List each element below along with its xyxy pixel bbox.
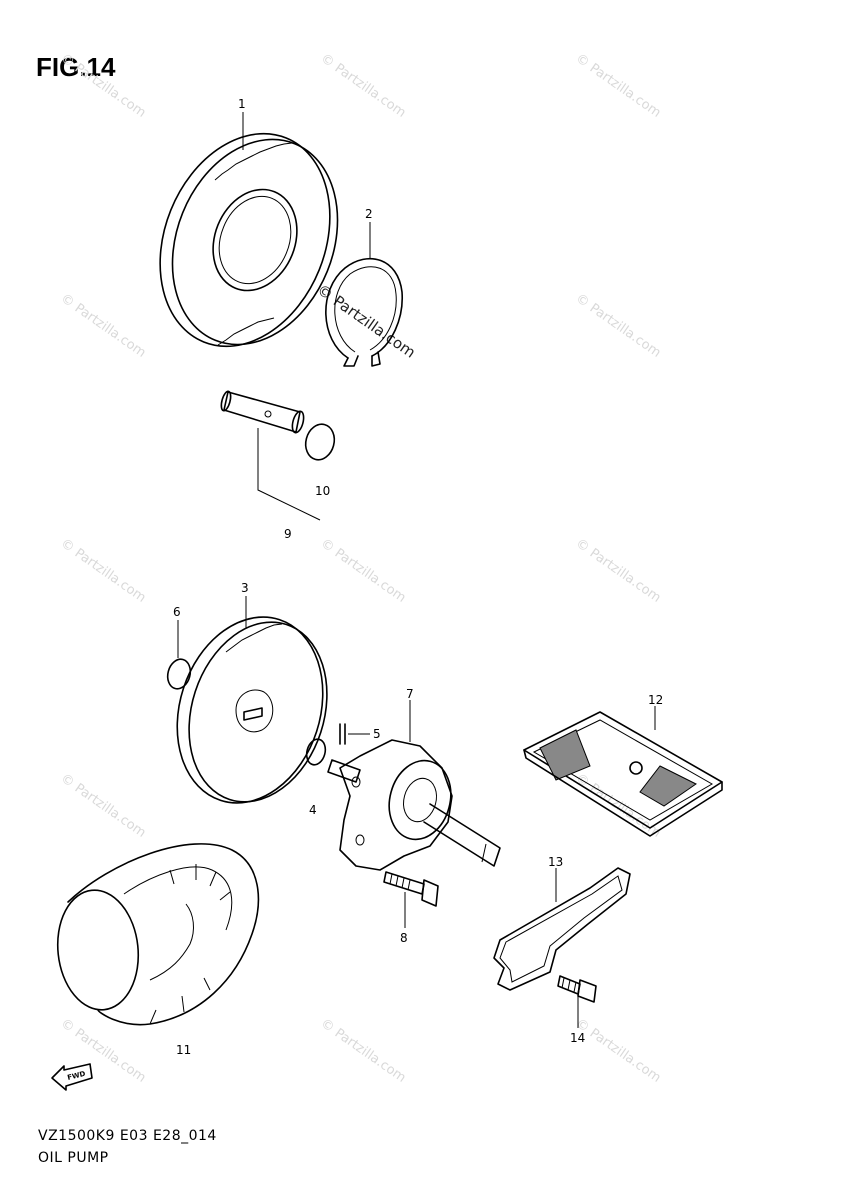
watermark: © Partzilla.com xyxy=(58,536,149,606)
callout-13: 13 xyxy=(548,855,563,869)
watermark: © Partzilla.com xyxy=(573,291,664,361)
watermark: © Partzilla.com xyxy=(573,1016,664,1086)
part-3-drive-gear xyxy=(176,616,328,804)
section-name: OIL PUMP xyxy=(38,1150,109,1166)
part-4-washer xyxy=(305,738,327,766)
part-7-oil-pump xyxy=(327,739,501,871)
figure-title: FIG.14 xyxy=(36,52,116,82)
part-14-bolt xyxy=(557,975,597,1003)
watermark: © Partzilla.com xyxy=(573,51,664,121)
callout-14: 14 xyxy=(570,1031,585,1045)
callout-9: 9 xyxy=(284,527,292,541)
watermark: © Partzilla.com xyxy=(318,51,409,121)
part-1-driven-gear xyxy=(159,132,339,348)
watermark: © Partzilla.com xyxy=(58,291,149,361)
watermark: © Partzilla.com xyxy=(318,1016,409,1086)
callout-5: 5 xyxy=(373,727,381,741)
callout-7: 7 xyxy=(406,687,414,701)
watermark-layer: © Partzilla.com © Partzilla.com © Partzi… xyxy=(58,51,664,1086)
part-8-bolt xyxy=(383,871,439,907)
callout-12: 12 xyxy=(648,693,663,707)
leader-9-10 xyxy=(257,428,321,521)
watermark: © Partzilla.com xyxy=(58,771,149,841)
callout-1: 1 xyxy=(238,97,246,111)
watermark: © Partzilla.com xyxy=(573,536,664,606)
model-code: VZ1500K9 E03 E28_014 xyxy=(38,1128,217,1144)
callout-4: 4 xyxy=(309,803,317,817)
watermark: © Partzilla.com xyxy=(318,536,409,606)
part-10-o-ring xyxy=(304,423,336,461)
part-6-circlip xyxy=(166,658,192,690)
part-13-gasket xyxy=(493,867,631,991)
callout-10: 10 xyxy=(315,484,330,498)
callout-8: 8 xyxy=(400,931,408,945)
part-9-shaft xyxy=(220,390,305,434)
part-5-pin xyxy=(339,723,346,745)
callout-2: 2 xyxy=(365,207,373,221)
callout-3: 3 xyxy=(241,581,249,595)
part-11-oil-filter xyxy=(56,843,260,1026)
part-12-strainer xyxy=(523,711,723,837)
callout-6: 6 xyxy=(173,605,181,619)
watermark: © Partzilla.com xyxy=(58,51,149,121)
fwd-arrow-icon: FWD xyxy=(51,1063,93,1091)
part-2-circlip xyxy=(325,258,403,367)
callout-11: 11 xyxy=(176,1043,191,1057)
